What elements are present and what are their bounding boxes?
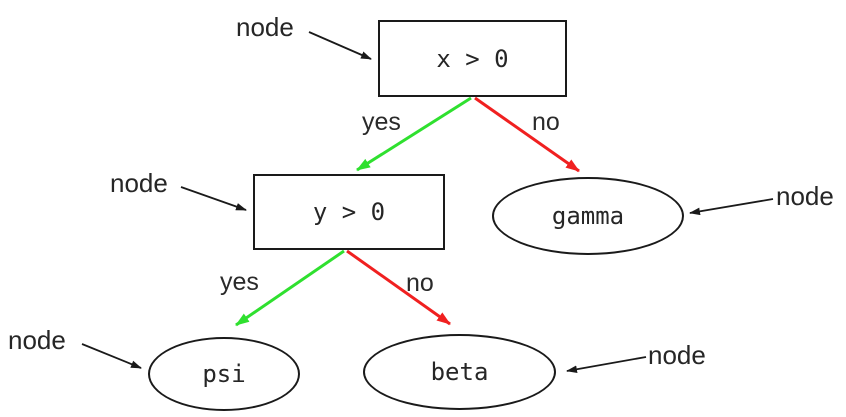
- annotation-arrow-to-beta-node: [566, 356, 647, 373]
- annotation-arrow-to-y-node: [180, 186, 247, 211]
- annotation-label-y-node: node: [110, 168, 168, 198]
- annotation-arrow-to-gamma-node: [689, 198, 774, 216]
- annotation-label-x-node: node: [236, 12, 294, 42]
- edge-no-y-to-beta: [346, 249, 451, 326]
- decision-node-x: x > 0: [378, 20, 567, 97]
- annotation-label-psi-node: node: [8, 325, 66, 355]
- edge-label-yes-bottom: yes: [220, 268, 259, 296]
- edge-yes-x-to-y: [356, 96, 472, 172]
- decision-node-y: y > 0: [253, 174, 445, 250]
- leaf-node-beta: beta: [363, 334, 556, 410]
- leaf-node-gamma: gamma: [492, 177, 684, 255]
- edge-label-no-bottom: no: [406, 269, 434, 297]
- annotation-arrow-to-psi-node: [81, 343, 142, 369]
- annotation-label-beta-node: node: [648, 340, 706, 370]
- edge-yes-y-to-psi: [235, 249, 345, 327]
- edge-no-x-to-gamma: [474, 96, 580, 173]
- edge-label-no-top: no: [532, 108, 560, 136]
- edge-label-yes-top: yes: [362, 108, 401, 136]
- annotation-arrow-to-x-node: [308, 31, 372, 60]
- leaf-node-psi: psi: [148, 337, 300, 411]
- annotation-label-gamma-node: node: [776, 181, 834, 211]
